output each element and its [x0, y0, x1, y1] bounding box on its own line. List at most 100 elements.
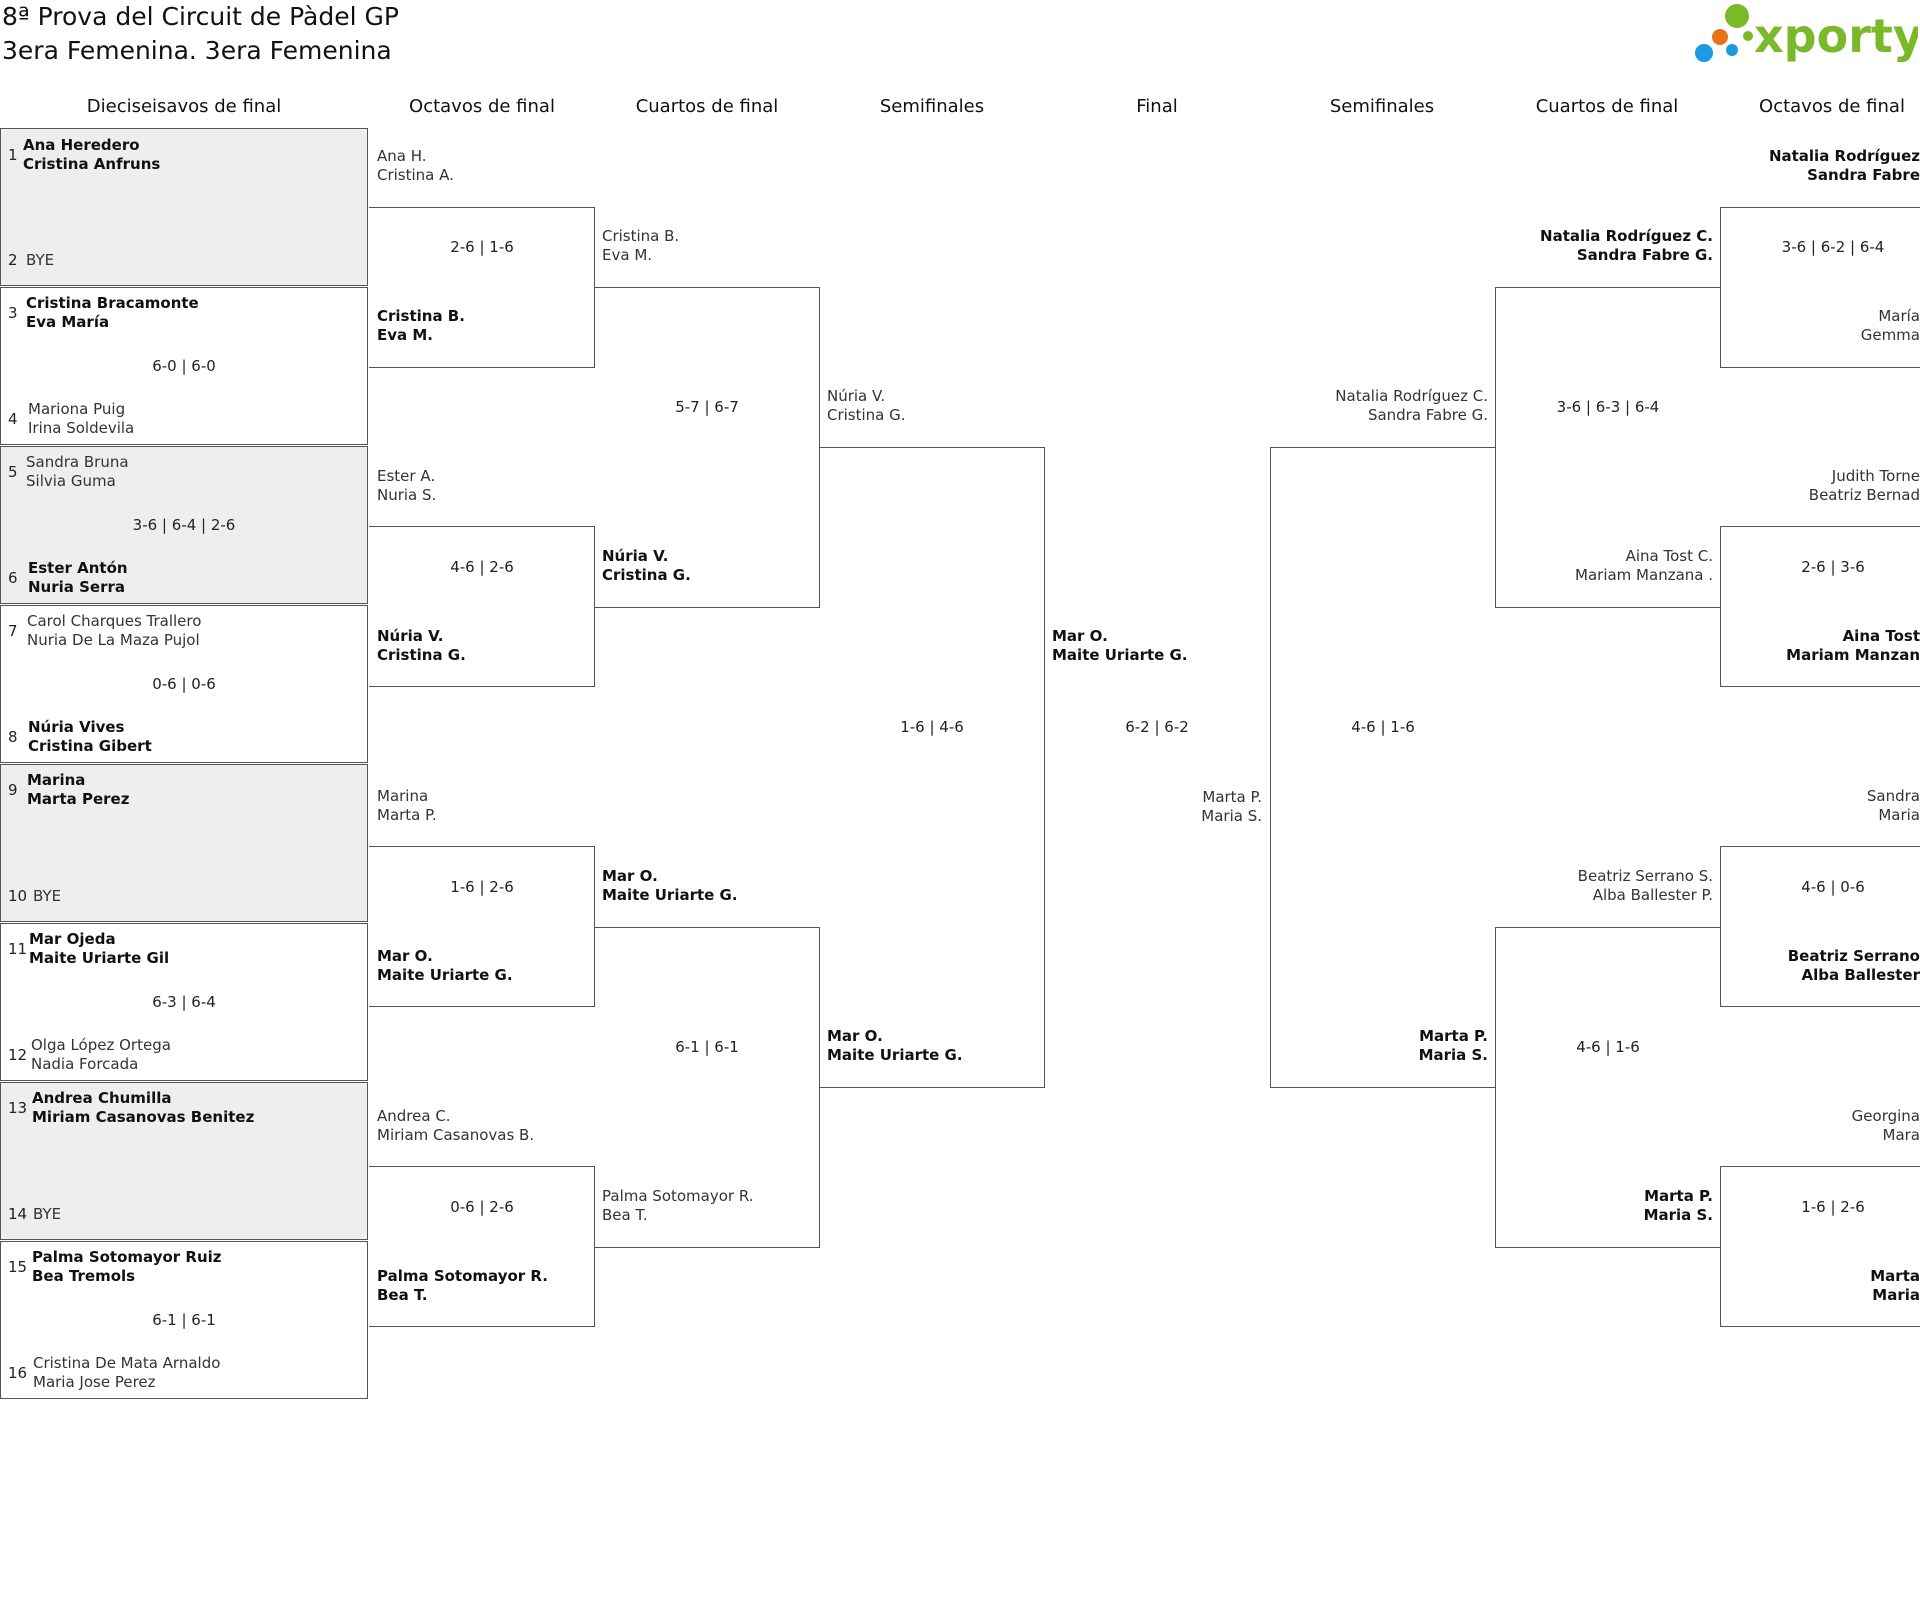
seed-number: 13: [8, 1099, 28, 1117]
seed-number: 1: [8, 146, 18, 164]
r16-right-score-1: 3-6 | 6-2 | 6-4: [1781, 238, 1885, 256]
connector-sf-left: [819, 447, 1045, 1088]
connector-r16-right-3: [1720, 846, 1920, 1007]
r16-right-score-3: 4-6 | 0-6: [1801, 878, 1865, 896]
qf-right-pair-2: Aina Tost C.Mariam Manzana .: [1575, 547, 1713, 584]
connector-r16-right-4: [1720, 1166, 1920, 1327]
xporty-logo: xporty: [1690, 2, 1920, 68]
r32-score-2: 6-0 | 6-0: [152, 357, 216, 375]
logo-dot-green-icon: [1725, 4, 1749, 28]
r32-score-6: 6-3 | 6-4: [152, 993, 216, 1011]
connector-r16-right-2: [1720, 526, 1920, 687]
seed-number: 15: [8, 1258, 28, 1276]
connector-qf-right-1: [1495, 287, 1721, 608]
r16-left-pair-4: Núria V.Cristina G.: [377, 627, 466, 664]
round-header-qf-right: Cuartos de final: [1535, 96, 1679, 117]
logo-text: xporty: [1754, 9, 1918, 63]
match-box-r32-6: [0, 923, 368, 1081]
round-header-r16-right: Octavos de final: [1759, 96, 1905, 117]
sf-right-score: 4-6 | 1-6: [1351, 718, 1415, 736]
match-box-r32-5: [0, 764, 368, 922]
logo-dot-orange-icon: [1712, 29, 1728, 45]
seed-number: 6: [8, 569, 18, 587]
r32-score-3: 3-6 | 6-4 | 2-6: [132, 516, 236, 534]
category-title: 3era Femenina. 3era Femenina: [2, 36, 392, 65]
r16-right-score-2: 2-6 | 3-6: [1801, 558, 1865, 576]
seed-number: 12: [8, 1046, 28, 1064]
r16-left-pair-7: Andrea C.Miriam Casanovas B.: [377, 1107, 535, 1144]
r32-pair-10: BYE: [33, 887, 62, 905]
r32-score-4: 0-6 | 0-6: [152, 675, 216, 693]
round-header-r16-left: Octavos de final: [409, 96, 555, 117]
connector-r16-left-3: [369, 846, 595, 1007]
qf-right-pair-1: Natalia Rodríguez C.Sandra Fabre G.: [1540, 227, 1713, 264]
qf-right-pair-4: Marta P.Maria S.: [1643, 1187, 1713, 1224]
logo-dot-blue-small-icon: [1726, 44, 1738, 56]
r16-right-score-4: 1-6 | 2-6: [1801, 1198, 1865, 1216]
r16-left-score-4: 0-6 | 2-6: [450, 1198, 514, 1216]
qf-left-score-2: 6-1 | 6-1: [675, 1038, 739, 1056]
seed-number: 9: [8, 781, 18, 799]
qf-left-pair-1: Cristina B.Eva M.: [602, 227, 680, 264]
final-pair-right: Marta P.Maria S.: [1201, 788, 1262, 825]
qf-left-pair-2: Núria V.Cristina G.: [602, 547, 691, 584]
logo-dot-blue-icon: [1695, 44, 1713, 62]
connector-r16-left-2: [369, 526, 595, 687]
r16-left-score-3: 1-6 | 2-6: [450, 878, 514, 896]
seed-number: 4: [8, 410, 18, 428]
round-header-qf-left: Cuartos de final: [635, 96, 779, 117]
seed-number: 3: [8, 304, 18, 322]
qf-right-pair-3: Beatriz Serrano S.Alba Ballester P.: [1577, 867, 1713, 904]
qf-right-score-2: 4-6 | 1-6: [1576, 1038, 1640, 1056]
sf-left-pair-2: Mar O.Maite Uriarte G.: [827, 1027, 963, 1064]
seed-number: 11: [8, 940, 28, 958]
seed-number: 8: [8, 728, 18, 746]
match-box-r32-4: [0, 605, 368, 763]
connector-r16-left-4: [369, 1166, 595, 1327]
seed-number: 16: [8, 1364, 28, 1382]
seed-number: 7: [8, 622, 18, 640]
connector-r16-right-1: [1720, 207, 1920, 368]
match-box-r32-3: [0, 446, 368, 604]
round-header-sf-right: Semifinales: [1329, 96, 1435, 117]
r32-pair-2: BYE: [26, 251, 55, 269]
sf-left-score: 1-6 | 4-6: [900, 718, 964, 736]
r16-left-pair-6: Mar O.Maite Uriarte G.: [377, 947, 513, 984]
qf-right-score-1: 3-6 | 6-3 | 6-4: [1556, 398, 1660, 416]
seed-number: 5: [8, 463, 18, 481]
r16-left-score-1: 2-6 | 1-6: [450, 238, 514, 256]
connector-qf-right-2: [1495, 927, 1721, 1248]
logo-dot-green-small-icon: [1743, 31, 1753, 41]
seed-number: 14: [8, 1205, 28, 1223]
match-box-r32-8: [0, 1241, 368, 1399]
r16-left-pair-3: Ester A.Nuria S.: [377, 467, 437, 504]
round-header-final: Final: [1136, 96, 1178, 117]
r32-score-8: 6-1 | 6-1: [152, 1311, 216, 1329]
sf-right-pair-1: Natalia Rodríguez C.Sandra Fabre G.: [1335, 387, 1488, 424]
sf-right-pair-2: Marta P.Maria S.: [1418, 1027, 1488, 1064]
seed-number: 2: [8, 251, 18, 269]
r16-left-score-2: 4-6 | 2-6: [450, 558, 514, 576]
qf-left-pair-3: Mar O.Maite Uriarte G.: [602, 867, 738, 904]
qf-left-score-1: 5-7 | 6-7: [675, 398, 739, 416]
tournament-title: 8ª Prova del Circuit de Pàdel GP: [2, 2, 399, 31]
